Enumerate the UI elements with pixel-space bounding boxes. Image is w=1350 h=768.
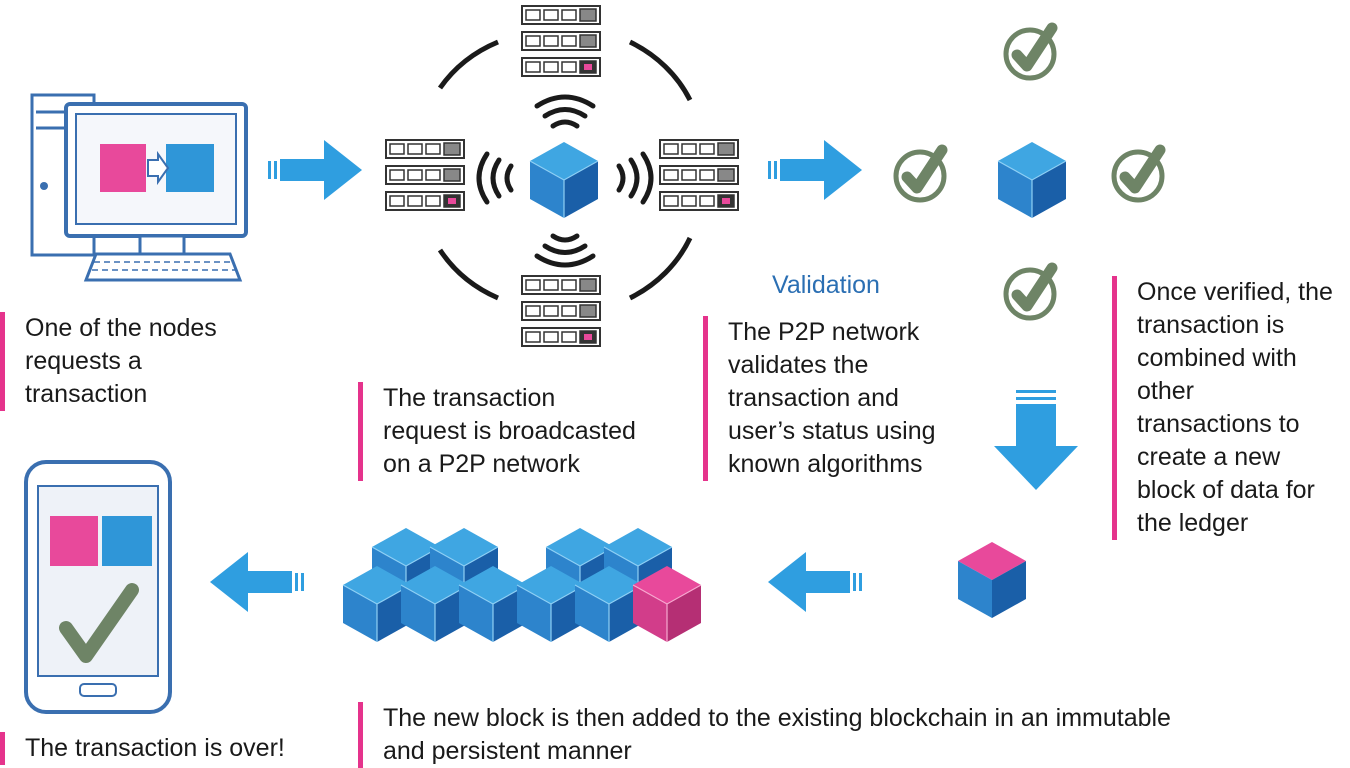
arrow-right-icon: [268, 140, 362, 200]
blockchain-cube-icon: [997, 141, 1067, 219]
arrow-left-icon: [210, 552, 304, 612]
check-circle-icon: [1006, 28, 1054, 78]
wifi-signal-icon: [476, 94, 654, 268]
check-circle-icon: [896, 150, 944, 200]
arrow-down-icon: [994, 390, 1078, 490]
server-rack-icon: [522, 6, 600, 76]
check-circle-icon: [1114, 150, 1162, 200]
server-rack-icon: [660, 140, 738, 210]
blockchain-cube-icon: [529, 141, 599, 219]
smartphone-icon: [24, 460, 172, 714]
step-added-caption: The new block is then added to the exist…: [358, 702, 1171, 768]
server-rack-icon: [386, 140, 464, 210]
desktop-computer-icon: [30, 93, 248, 282]
step-request-caption: One of the nodes requests a transaction: [0, 312, 217, 411]
server-rack-icon: [522, 276, 600, 346]
arrow-left-icon: [768, 552, 862, 612]
validation-cluster: [896, 28, 1162, 318]
step-broadcast-caption: The transaction request is broadcasted o…: [358, 382, 636, 481]
p2p-network: [386, 6, 738, 346]
step-complete-caption: The transaction is over!: [0, 732, 285, 765]
arrow-right-icon: [768, 140, 862, 200]
blockchain-cube-icon: [958, 542, 1026, 618]
step-combine-caption: Once verified, the transaction is combin…: [1112, 276, 1333, 540]
check-circle-icon: [1006, 268, 1054, 318]
validation-title: Validation: [772, 271, 880, 299]
blockchain-cluster: [342, 527, 702, 643]
step-validation-caption: The P2P network validates the transactio…: [703, 316, 936, 481]
